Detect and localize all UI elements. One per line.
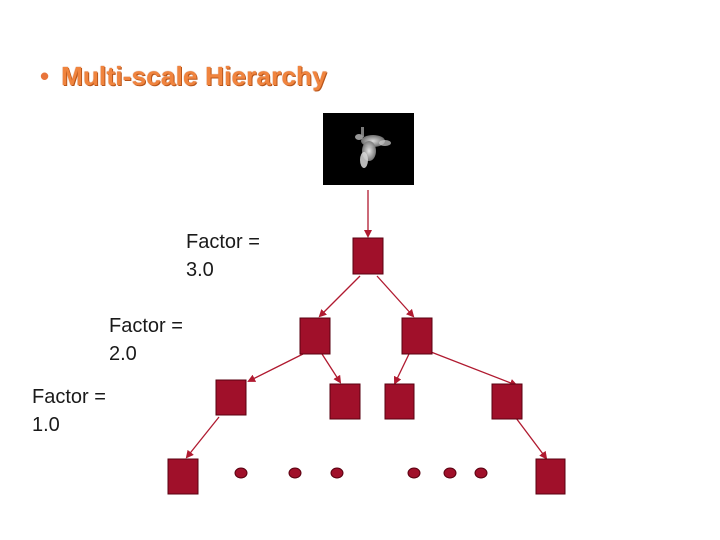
dot <box>407 467 421 479</box>
dot <box>330 467 344 479</box>
node-level-0-left <box>167 458 199 495</box>
edge-l2b-left <box>394 353 410 385</box>
ellipsis-dots <box>234 467 488 479</box>
dot <box>234 467 248 479</box>
node-level-1-a <box>215 379 247 416</box>
input-image-thumbnail <box>323 113 414 185</box>
slide-title-row: • Multi-scale Hierarchy <box>40 56 327 96</box>
level-label-text: Factor = 1.0 <box>32 386 106 436</box>
slide-title: Multi-scale Hierarchy <box>61 60 327 91</box>
edge-root-right <box>376 275 415 318</box>
tree-edges <box>185 190 548 460</box>
edge-root-left <box>318 275 361 318</box>
dot <box>474 467 488 479</box>
node-level-2-left <box>299 317 331 355</box>
edge-l3a-left <box>185 416 220 459</box>
node-level-1-d <box>491 383 523 420</box>
edge-l2b-right <box>430 351 518 387</box>
node-level-0-right <box>535 458 566 495</box>
level-label-factor-3: Factor = 3.0 <box>186 228 296 284</box>
node-level-1-c <box>384 383 415 420</box>
node-level-2-right <box>401 317 433 355</box>
bullet-icon: • <box>40 61 50 91</box>
edge-l3d-right <box>515 417 548 460</box>
level-label-text: Factor = 2.0 <box>109 315 183 365</box>
level-label-factor-2: Factor = 2.0 <box>109 312 219 368</box>
dot <box>288 467 302 479</box>
node-level-1-b <box>329 383 361 420</box>
dot <box>443 467 457 479</box>
hummingbird-icon <box>355 127 391 168</box>
edge-l2a-left <box>247 353 304 382</box>
level-label-text: Factor = 3.0 <box>186 231 260 281</box>
node-level-3 <box>352 237 384 275</box>
level-label-factor-1: Factor = 1.0 <box>32 383 142 439</box>
tree-nodes <box>167 237 566 495</box>
edge-l2a-right <box>321 353 342 384</box>
